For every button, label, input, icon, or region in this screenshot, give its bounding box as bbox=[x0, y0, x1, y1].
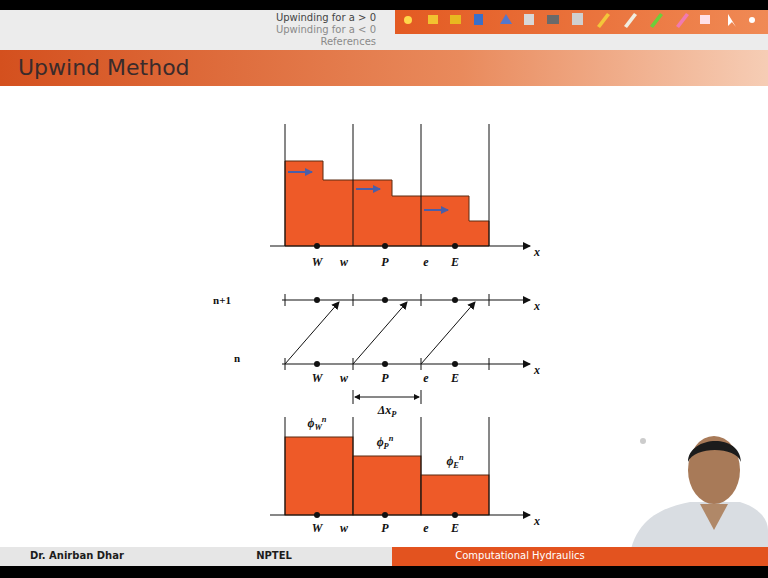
node-label: W bbox=[312, 372, 323, 385]
axis-label: x bbox=[534, 300, 540, 313]
cell-width: ΔxP bbox=[378, 404, 397, 417]
slide-title: Upwind Method bbox=[18, 56, 190, 80]
node-label: W bbox=[312, 522, 323, 535]
time-level: n+1 bbox=[213, 294, 231, 306]
presenter-video bbox=[628, 436, 768, 566]
face-label: w bbox=[340, 256, 348, 269]
cell-value: ϕPn bbox=[377, 436, 394, 449]
cell-value: ϕWn bbox=[307, 417, 326, 430]
nav-item: References bbox=[320, 36, 376, 47]
time-level: n bbox=[234, 352, 240, 364]
nav-item: Upwinding for a < 0 bbox=[276, 24, 376, 35]
nav-item: Upwinding for a > 0 bbox=[276, 12, 376, 23]
toolbar-icons bbox=[404, 13, 755, 28]
node-label: E bbox=[451, 256, 459, 269]
time-levels bbox=[282, 294, 530, 404]
axis-label: x bbox=[534, 364, 540, 377]
face-label: e bbox=[423, 372, 428, 385]
node-label: E bbox=[451, 372, 459, 385]
author-name: Dr. Anirban Dhar bbox=[30, 550, 124, 561]
face-label: w bbox=[340, 522, 348, 535]
face-label: e bbox=[423, 256, 428, 269]
face-label: e bbox=[423, 522, 428, 535]
node-label: P bbox=[381, 256, 388, 269]
node-label: P bbox=[381, 522, 388, 535]
axis-label: x bbox=[534, 515, 540, 528]
cell-averages bbox=[270, 417, 530, 518]
cell-value: ϕEn bbox=[446, 455, 463, 468]
cell-bars-top bbox=[270, 124, 530, 249]
face-label: w bbox=[340, 372, 348, 385]
footer-text: NPTEL bbox=[256, 550, 292, 561]
node-label: W bbox=[312, 256, 323, 269]
node-label: E bbox=[451, 522, 459, 535]
node-label: P bbox=[381, 372, 388, 385]
axis-label: x bbox=[534, 246, 540, 259]
course-name: Computational Hydraulics bbox=[455, 550, 584, 561]
